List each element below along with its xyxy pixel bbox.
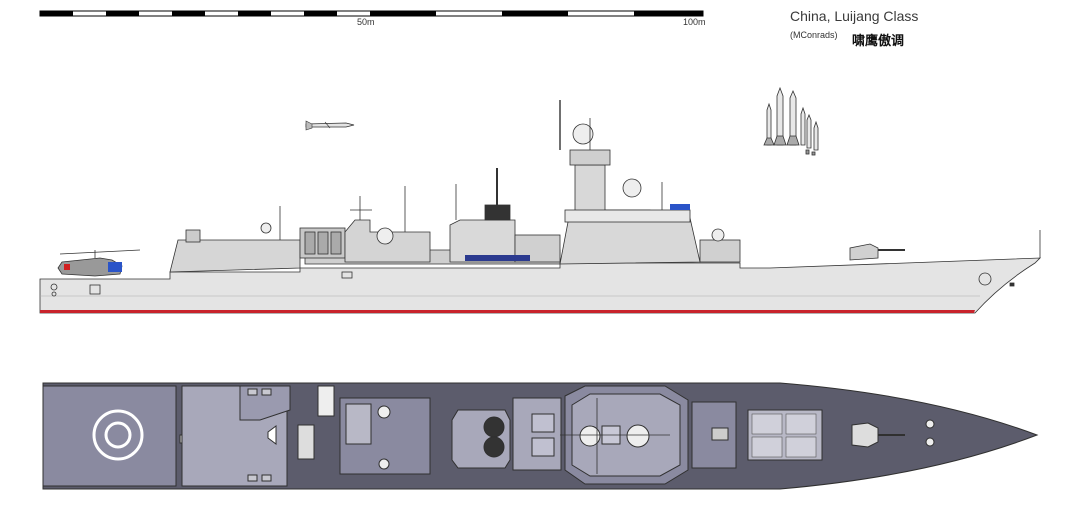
- munitions-set-icon: [763, 86, 819, 156]
- scale-label-50m: 50m: [357, 17, 375, 27]
- scale-bar: [39, 10, 704, 17]
- ship-top-view: [42, 382, 1039, 490]
- helicopter-icon: [57, 249, 141, 277]
- helipad-circle-icon: [92, 409, 144, 461]
- chinese-ship-name: 啸鹰傲调: [852, 34, 905, 49]
- ship-class-title: China, Luijang Class: [790, 8, 919, 24]
- hull: [39, 257, 1042, 314]
- ship-side-profile: [39, 100, 1042, 314]
- scale-label-100m: 100m: [683, 17, 706, 27]
- cruise-missile-icon: [305, 120, 355, 131]
- author-credit: (MConrads): [790, 30, 838, 40]
- boot-topping: [40, 310, 975, 313]
